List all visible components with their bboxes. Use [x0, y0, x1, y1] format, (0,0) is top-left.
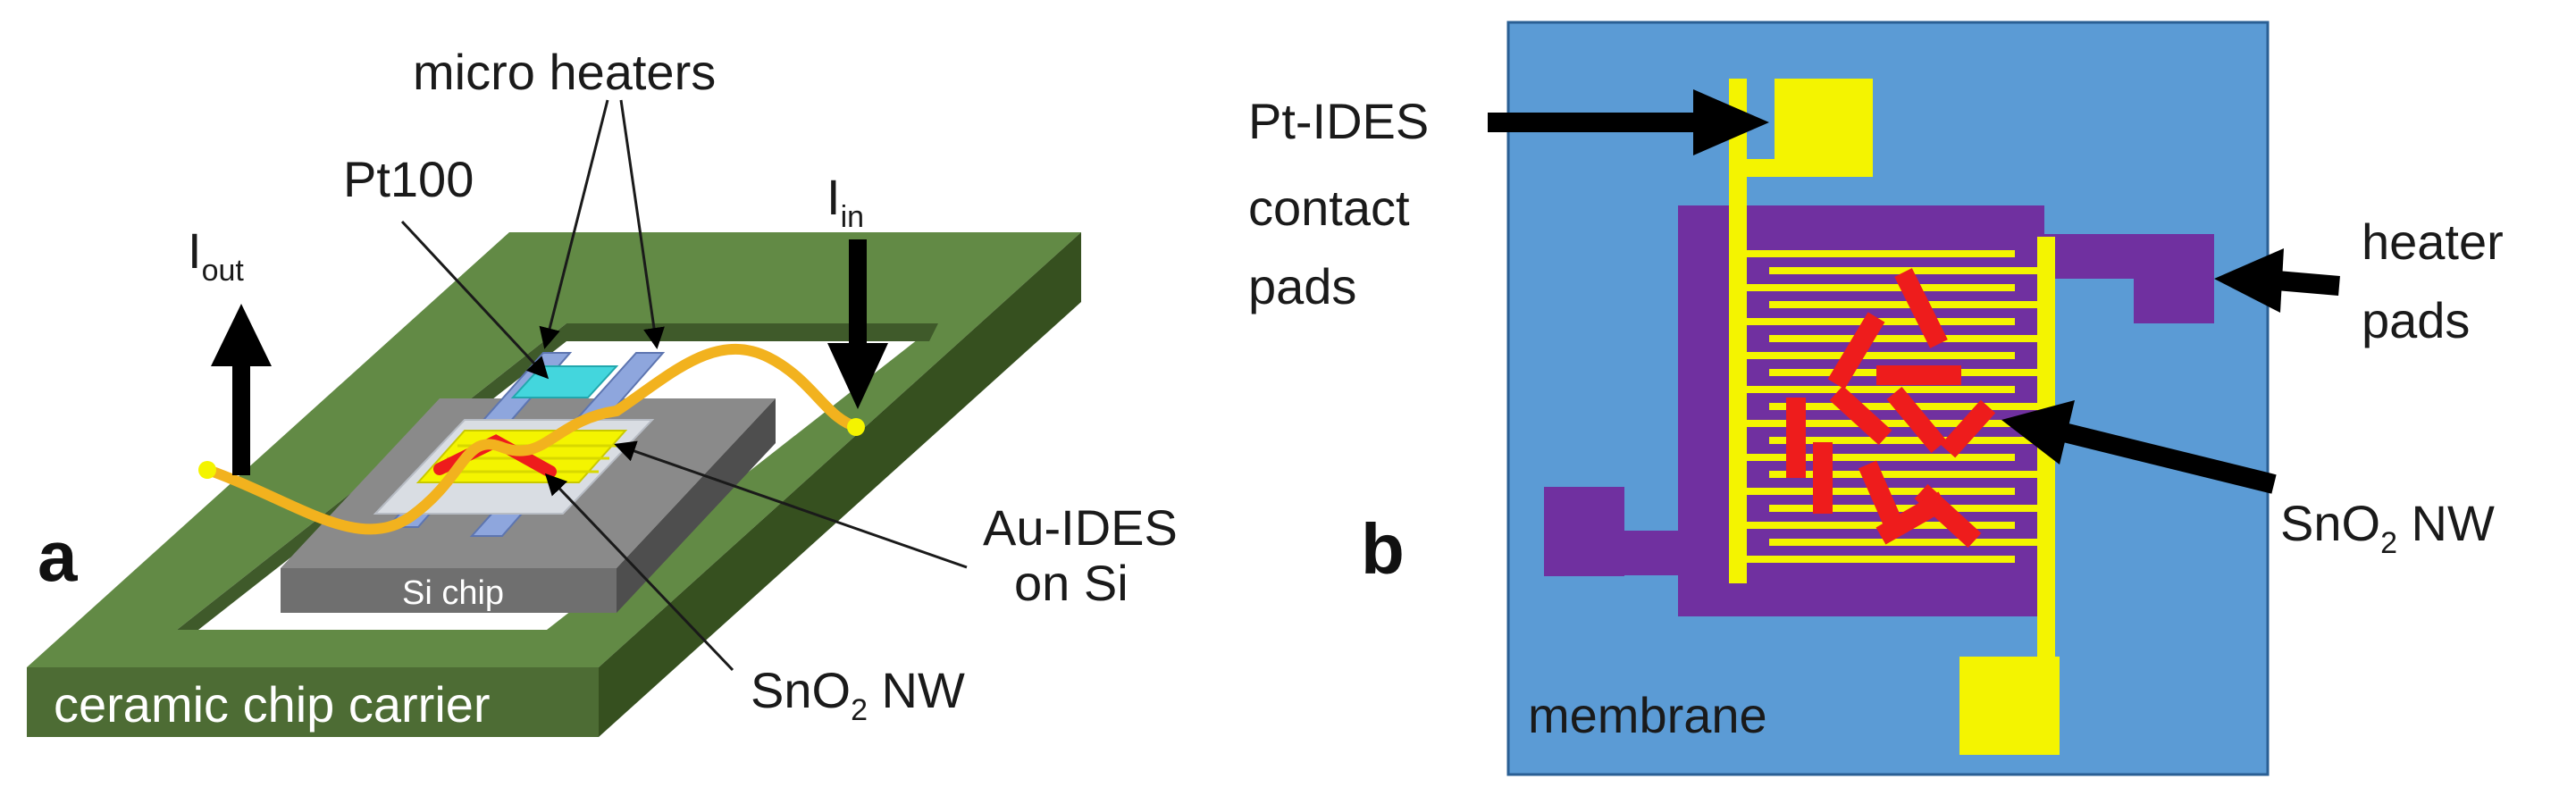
i-in-label: Iin	[827, 169, 864, 234]
current-arrows	[211, 239, 888, 475]
sno2-nanowires-b	[1786, 268, 1996, 549]
si-chip-label: Si chip	[402, 574, 504, 612]
pt100-label: Pt100	[343, 151, 474, 207]
panel-letter-a: a	[38, 516, 78, 596]
au-ides-label-line2: on Si	[1014, 555, 1129, 611]
bond-wires	[198, 343, 865, 535]
au-ides-label-line1: Au-IDES	[983, 499, 1178, 556]
heater-pads-label-line2: pads	[2362, 292, 2470, 348]
contact-pads-label-line3: pads	[1248, 258, 1356, 314]
micro-heaters-label: micro heaters	[413, 44, 716, 100]
contact-pads-label-line2: contact	[1248, 180, 1410, 236]
i-out-label: Iout	[188, 222, 244, 288]
heater-pad-right	[2134, 234, 2214, 323]
panel-a: ceramic chip carrier Si chip	[27, 44, 1178, 737]
contact-pad-top	[1775, 79, 1873, 177]
panel-letter-b: b	[1361, 509, 1405, 589]
contact-pad-bottom	[1959, 657, 2060, 755]
heater-pads-label-line1: heater	[2362, 214, 2504, 270]
heater-pad-left	[1544, 487, 1624, 576]
carrier-label: ceramic chip carrier	[54, 676, 491, 733]
pointer-lines	[400, 99, 968, 672]
sno2-label-a: SnO2 NW	[751, 662, 965, 727]
panel-b-arrows	[1488, 89, 2340, 494]
panel-b: Pt-IDES contact pads heater pads SnO2 NW…	[1248, 21, 2504, 776]
sno2-label-b: SnO2 NW	[2280, 495, 2495, 560]
membrane-label: membrane	[1528, 687, 1767, 743]
contact-pads-label-line1: Pt-IDES	[1248, 93, 1429, 149]
